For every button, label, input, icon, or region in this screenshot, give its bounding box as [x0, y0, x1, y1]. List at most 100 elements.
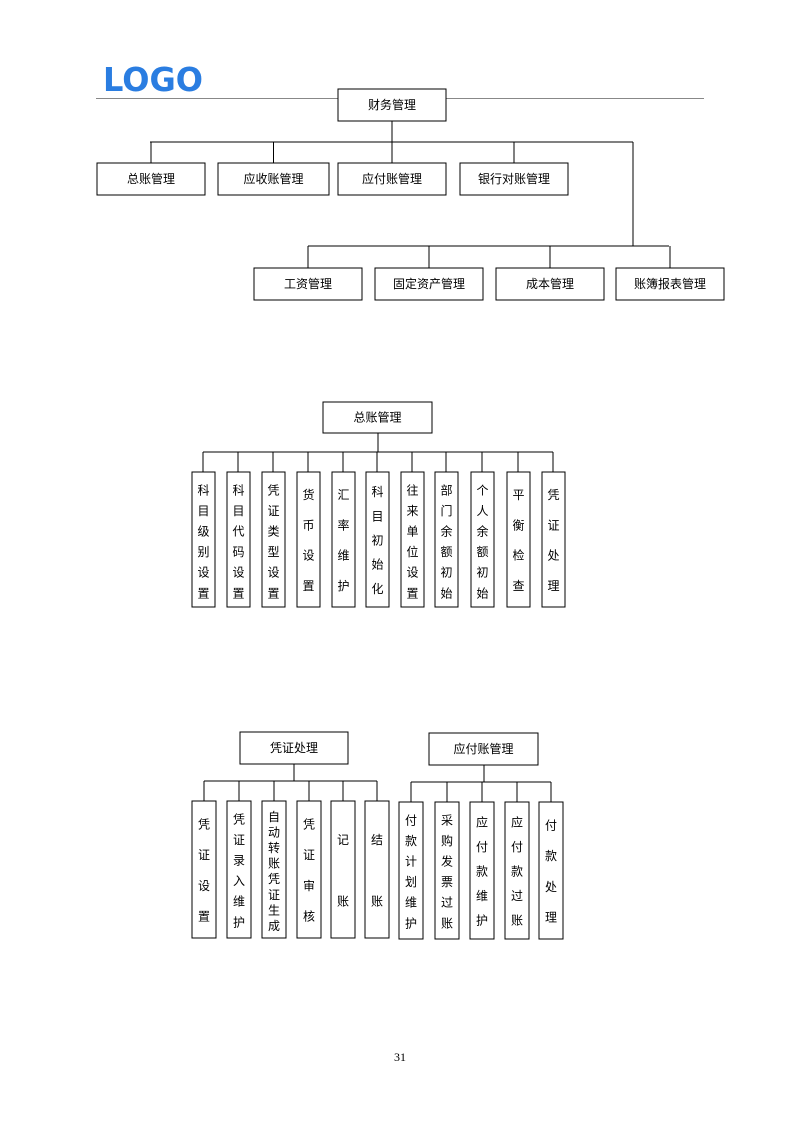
node-module-frame	[615, 267, 725, 301]
node-module-label: 银行对账管理	[478, 171, 550, 186]
node-function-frame	[261, 800, 287, 939]
node-function-char: 付	[545, 818, 557, 832]
node-function-char: 入	[233, 874, 245, 888]
node-function-char: 置	[267, 586, 279, 600]
node-function: 结账	[364, 800, 390, 939]
node-function-char: 平	[512, 488, 524, 502]
node-function-frame	[191, 471, 216, 608]
node-function-frame	[398, 801, 424, 940]
node-module: 应收账管理	[217, 162, 330, 196]
node-function-char: 动	[268, 825, 280, 839]
node-function-char: 初	[476, 566, 488, 580]
node-function-char: 证	[303, 848, 315, 862]
node-root-finance: 财务管理	[337, 88, 447, 122]
node-function-char: 结	[371, 833, 383, 847]
node-function-char: 计	[405, 855, 417, 869]
node-root-voucher-label: 凭证处理	[270, 740, 318, 755]
node-function-char: 付	[511, 840, 523, 854]
node-module-label: 工资管理	[284, 276, 332, 291]
node-function-char: 证	[233, 833, 245, 847]
node-function-char: 置	[406, 586, 418, 600]
node-function-char: 类	[267, 525, 279, 539]
node-function-char: 设	[267, 566, 279, 580]
node-function-char: 代	[232, 525, 244, 539]
node-function-char: 衡	[512, 518, 524, 532]
node-function-char: 科	[232, 483, 244, 497]
node-function-char: 款	[476, 865, 488, 879]
node-function-char: 护	[337, 579, 349, 593]
node-function-char: 过	[441, 896, 453, 910]
node-function-char: 应	[476, 814, 488, 829]
node-function-char: 票	[441, 875, 453, 889]
node-function-frame	[226, 471, 251, 608]
node-module: 银行对账管理	[459, 162, 569, 196]
node-root-general-ledger-frame	[322, 401, 433, 434]
node-function-char: 余	[440, 524, 452, 539]
node-module-label: 应收账管理	[243, 171, 303, 186]
node-root-finance-frame	[337, 88, 447, 122]
node-function-char: 始	[476, 586, 488, 600]
node-function-frame	[364, 800, 390, 939]
node-function-char: 目	[371, 509, 383, 523]
node-module: 应付账管理	[337, 162, 447, 196]
node-function-char: 置	[232, 586, 244, 600]
node-function-char: 录	[233, 854, 245, 868]
node-function-char: 款	[545, 849, 557, 863]
node-function-char: 化	[371, 582, 383, 596]
node-root-voucher: 凭证处理	[239, 731, 349, 765]
node-module-frame	[337, 162, 447, 196]
node-function-char: 账	[337, 894, 349, 908]
node-function-char: 设	[232, 566, 244, 580]
node-function-char: 码	[232, 545, 244, 559]
node-function-frame	[538, 801, 564, 940]
node-function-char: 始	[440, 586, 452, 600]
node-function-char: 维	[476, 889, 488, 903]
node-module: 固定资产管理	[374, 267, 484, 301]
node-function-char: 审	[303, 878, 315, 893]
node-function-char: 个	[476, 483, 488, 497]
node-module: 工资管理	[253, 267, 363, 301]
node-function-char: 初	[440, 566, 452, 580]
node-module-frame	[217, 162, 330, 196]
node-function-char: 采	[441, 813, 453, 827]
node-function-char: 位	[406, 544, 418, 559]
node-function-char: 证	[267, 504, 279, 518]
node-function-char: 划	[405, 875, 417, 889]
node-function-char: 货	[302, 487, 314, 502]
node-function-frame	[434, 801, 460, 940]
node-module-frame	[96, 162, 206, 196]
node-function-char: 置	[302, 579, 314, 593]
node-function-char: 转	[268, 840, 280, 855]
node-function-char: 置	[198, 910, 210, 924]
node-module-label: 总账管理	[127, 171, 175, 186]
node-function-char: 应	[511, 814, 523, 829]
node-function-char: 处	[547, 549, 559, 563]
node-function-char: 凭	[303, 816, 315, 831]
node-module-frame	[253, 267, 363, 301]
node-function-char: 置	[197, 586, 209, 600]
node-function-char: 付	[476, 840, 488, 854]
node-function-char: 护	[476, 914, 488, 928]
node-function-char: 付	[405, 813, 417, 827]
node-function-char: 证	[198, 848, 210, 862]
node-function-char: 汇	[337, 488, 349, 502]
node-function-char: 来	[406, 504, 418, 518]
node-function-char: 理	[547, 579, 559, 593]
node-function-char: 维	[233, 895, 245, 909]
node-function-char: 单	[406, 525, 418, 539]
node-function-char: 人	[476, 504, 488, 518]
node-function-char: 记	[337, 833, 349, 847]
node-module-frame	[459, 162, 569, 196]
